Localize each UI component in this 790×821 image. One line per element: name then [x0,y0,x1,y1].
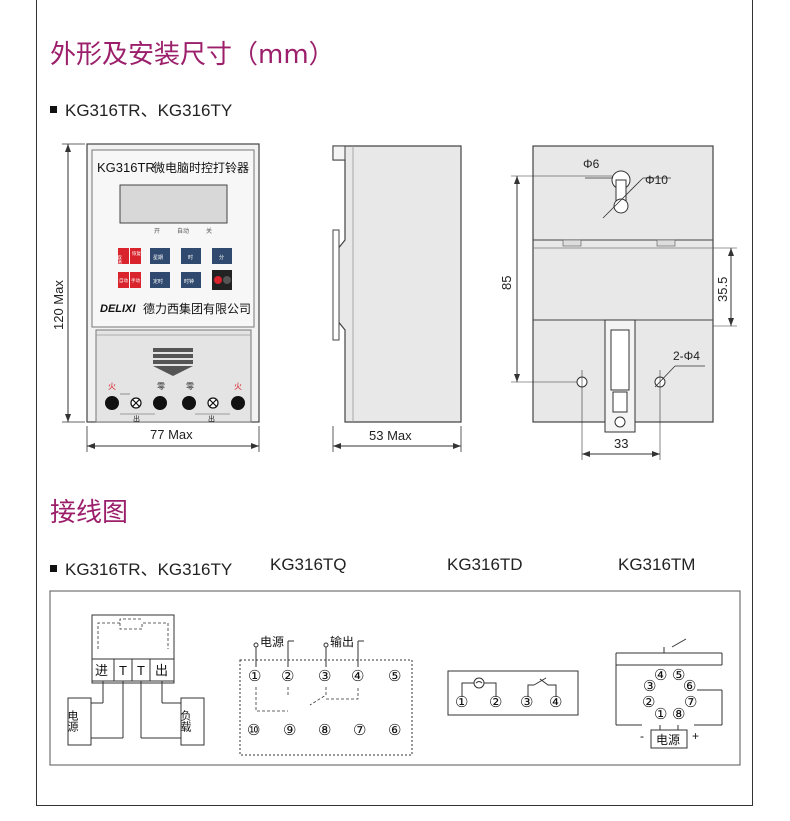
company-name: 德力西集团有限公司 [143,301,251,316]
lcd-label-on: 开 [154,228,160,235]
tq-power-label: 电源 [260,635,284,649]
tr-terminal-in: 进 [95,663,108,678]
svg-text:⑩: ⑩ [247,722,260,739]
back-view-drawing: Φ6 Φ10 2-Φ4 85 35.5 33 [499,145,737,460]
svg-text:④: ④ [351,668,364,685]
dim-33: 33 [614,436,628,451]
svg-text:火: 火 [108,382,116,391]
front-height-dim: 120 Max [51,280,66,330]
lcd-label-auto: 自动 [177,227,189,235]
dim-85: 85 [499,276,514,290]
wiring-tq-diagram: 电源 输出 ① ② ③ ④ ⑤ ⑩ ⑨ ⑧ ⑦ ⑥ [239,634,413,756]
front-model-label: KG316TR [97,160,155,175]
terminal-live-in [105,396,119,410]
svg-text:⑤: ⑤ [388,668,401,685]
svg-text:②: ② [489,694,502,711]
mount-holes-label: 2-Φ4 [673,349,700,363]
tq-output-label: 输出 [330,634,354,649]
terminal-live-out [231,396,245,410]
brand-logo: DELIXI [100,303,136,315]
tr-terminal-t1: T [119,663,127,678]
minute-button[interactable] [212,248,232,264]
lcd-label-off: 关 [206,227,212,235]
svg-text:自动: 自动 [119,277,128,284]
side-depth-dim: 53 Max [369,428,412,443]
wiring-tm-diagram: ④ ⑤ ③ ⑥ ② ⑦ ① ⑧ 电源 - + [615,638,723,749]
terminal-neutral-2 [182,396,196,410]
svg-text:⑥: ⑥ [683,678,696,695]
dimensions-models: KG316TR、KG316TY [50,96,232,121]
terminal-neutral-1 [153,396,167,410]
svg-text:时钟: 时钟 [184,278,194,285]
svg-text:星期: 星期 [153,255,163,261]
svg-text:③: ③ [318,668,331,685]
tr-power-label: 电源 [66,710,79,733]
tr-terminal-out: 出 [155,663,168,678]
svg-text:③: ③ [643,678,656,695]
svg-text:⑨: ⑨ [283,722,296,739]
svg-text:取消: 取消 [117,255,123,266]
svg-text:出: 出 [133,414,140,423]
dimensions-section-title: 外形及安装尺寸（mm） [50,40,335,70]
svg-text:①: ① [248,668,261,685]
wiring-section-title: 接线图 [50,498,129,528]
side-view-drawing: 53 Max [332,145,462,452]
dim-35-5: 35.5 [715,277,730,302]
wiring-tr-diagram: 进 T T 出 电源 负载 [66,614,205,746]
svg-text:⑧: ⑧ [318,722,331,739]
svg-text:时: 时 [188,254,193,261]
svg-text:+: + [692,729,699,743]
svg-text:④: ④ [654,667,667,684]
svg-text:⑦: ⑦ [353,722,366,739]
tr-load-label: 负载 [179,709,192,732]
svg-text:-: - [640,729,644,743]
svg-text:③: ③ [520,694,533,711]
front-width-dim: 77 Max [150,427,193,442]
front-product-name: 微电脑时控打铃器 [153,160,249,175]
tm-power-label: 电源 [656,733,680,747]
svg-text:零: 零 [157,382,165,391]
wiring-model-tr-ty: KG316TR、KG316TY [50,555,232,580]
svg-text:零: 零 [186,382,194,391]
svg-text:火: 火 [234,382,242,391]
svg-text:⑦: ⑦ [684,694,697,711]
svg-text:出: 出 [208,414,215,423]
hole-phi6: Φ6 [583,157,600,171]
svg-text:①: ① [455,694,468,711]
wiring-model-td: KG316TD [447,555,523,574]
svg-text:②: ② [642,694,655,711]
clock-button[interactable] [181,272,201,288]
week-button[interactable] [150,248,170,264]
timer-button[interactable] [150,272,170,288]
wiring-model-tm: KG316TM [618,555,696,574]
svg-text:⑥: ⑥ [388,722,401,739]
svg-text:②: ② [281,668,294,685]
svg-text:分: 分 [219,254,224,261]
svg-text:⑧: ⑧ [672,706,685,723]
svg-text:①: ① [654,706,667,723]
lcd-screen [119,184,228,224]
front-view-drawing: 120 Max KG316TR 微电脑时控打铃器 开 自动 关 取消 恢复 星期… [51,143,260,452]
hole-phi10: Φ10 [645,173,668,187]
wiring-model-tq: KG316TQ [270,555,347,574]
svg-text:④: ④ [549,694,562,711]
wiring-diagrams: 进 T T 出 电源 负载 电源 输出 ① ② ③ ④ ⑤ ⑩ ⑨ [49,590,741,766]
wiring-td-diagram: ① ② ③ ④ [447,670,579,716]
svg-text:⑤: ⑤ [672,667,685,684]
tr-terminal-t2: T [137,663,145,678]
svg-text:定时: 定时 [153,278,163,285]
hour-button[interactable] [181,248,201,264]
svg-text:手动: 手动 [131,277,140,284]
page-frame [36,0,753,806]
svg-text:恢复: 恢复 [132,250,141,257]
